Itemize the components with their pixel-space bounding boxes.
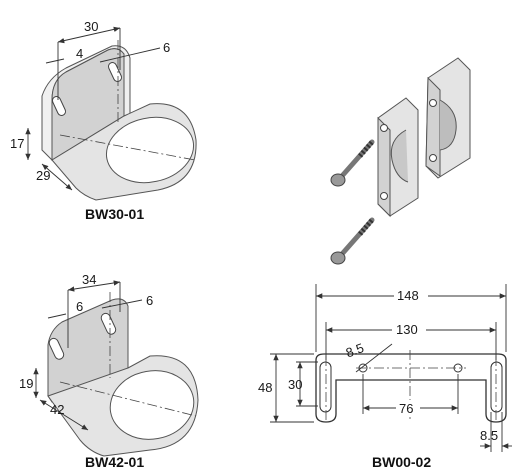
dim-height: 17 [10, 136, 24, 151]
screw-bottom [330, 217, 375, 265]
slot-right [490, 361, 503, 413]
dim-overall: 148 [397, 288, 419, 303]
mounting-ring-hole [105, 116, 195, 184]
dim-top: 30 [84, 19, 98, 34]
caption-bw00-02: BW00-02 [372, 454, 431, 470]
slot-left [319, 361, 332, 413]
dim-hole-dia: 8.5 [344, 340, 366, 360]
dim-holes: 130 [396, 322, 418, 337]
dim-slot-left: 4 [76, 46, 83, 61]
dim-slot-left: 6 [76, 299, 83, 314]
dim-depth: 42 [50, 402, 64, 417]
dim-top: 34 [82, 272, 96, 287]
screw-top [330, 139, 375, 187]
bracket-bw30-01: 30 4 6 17 29 BW30-01 [10, 19, 197, 222]
dim-slot-right: 6 [163, 40, 170, 55]
clamp-exploded-view [330, 57, 471, 265]
dim-slot: 8.5 [480, 428, 498, 443]
dim-depth: 29 [36, 168, 50, 183]
dim-slot-right: 6 [146, 293, 153, 308]
caption-bw42-01: BW42-01 [85, 454, 144, 470]
dim-height: 48 [258, 380, 272, 395]
caption-bw30-01: BW30-01 [85, 206, 144, 222]
dim-height: 19 [19, 376, 33, 391]
slot-left [48, 337, 65, 360]
slot-right [100, 312, 117, 335]
slot-left [51, 96, 67, 116]
dim-inner: 30 [288, 377, 302, 392]
bracket-bw42-01: 34 6 6 19 42 BW42-01 [19, 272, 199, 470]
dim-center: 76 [399, 401, 413, 416]
bracket-bw00-02: 148 130 8.5 48 30 76 8.5 BW00-02 [258, 284, 512, 470]
